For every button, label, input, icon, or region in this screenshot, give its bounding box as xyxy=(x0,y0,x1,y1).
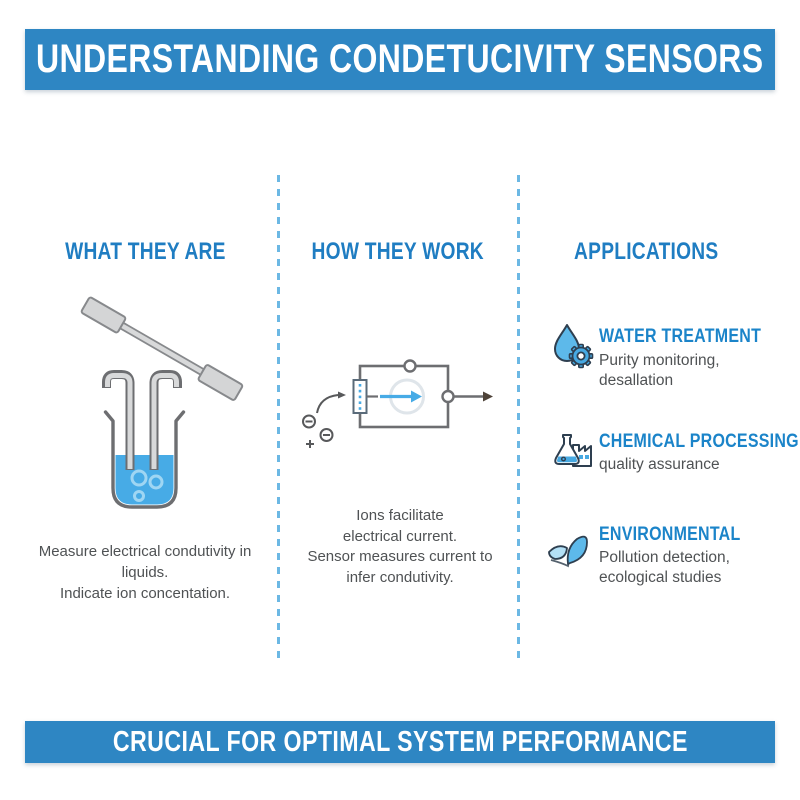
flask-factory-icon xyxy=(554,434,592,467)
application-description: Pollution detection, ecological studies xyxy=(599,549,730,586)
footer-title: CRUCIAL FOR OPTIMAL SYSTEM PERFORMANCE xyxy=(112,725,688,758)
electrode-tubes xyxy=(102,370,182,470)
output-arrow xyxy=(453,391,493,402)
application-description: Purity monitoring, desallation xyxy=(599,352,720,389)
leaf-icon xyxy=(548,535,588,568)
column-title-applications: APPLICATIONS xyxy=(573,238,719,265)
application-title: CHEMICAL PROCESSING xyxy=(599,430,799,452)
application-title: WATER TREATMENT xyxy=(599,325,762,347)
circuit-diagram-illustration xyxy=(302,359,493,448)
what-they-are-caption: Measure electrical condutivity in liquid… xyxy=(38,543,252,602)
terminal-right xyxy=(441,389,455,404)
divider-right xyxy=(517,175,520,661)
page-title: UNDERSTANDING CONDETUCIVITY SENSORS xyxy=(36,37,764,81)
footer-banner: CRUCIAL FOR OPTIMAL SYSTEM PERFORMANCE xyxy=(25,721,775,763)
application-item-icon xyxy=(548,428,598,478)
current-arrow xyxy=(380,390,422,403)
ion-arrowhead xyxy=(338,391,346,399)
probe-and-beaker-illustration xyxy=(80,296,244,509)
water-drop-gear-icon xyxy=(554,324,594,369)
how-they-work-caption: Ions facilitate electrical current. Sens… xyxy=(307,507,493,586)
probe-icon xyxy=(80,296,244,401)
title-banner: UNDERSTANDING CONDETUCIVITY SENSORS xyxy=(25,29,775,90)
electrode xyxy=(352,379,378,414)
terminal-top xyxy=(403,359,417,373)
column-title-how-they-work: HOW THEY WORK xyxy=(311,238,484,265)
application-item-icon xyxy=(548,320,598,370)
application-title: ENVIRONMENTAL xyxy=(599,523,741,545)
application-item-icon xyxy=(546,532,592,572)
ion-symbols xyxy=(302,394,339,448)
beaker-icon xyxy=(103,410,186,509)
divider-left xyxy=(277,175,280,661)
liquid xyxy=(115,455,174,505)
application-description: quality assurance xyxy=(599,456,720,473)
column-title-what-they-are: WHAT THEY ARE xyxy=(64,238,226,265)
